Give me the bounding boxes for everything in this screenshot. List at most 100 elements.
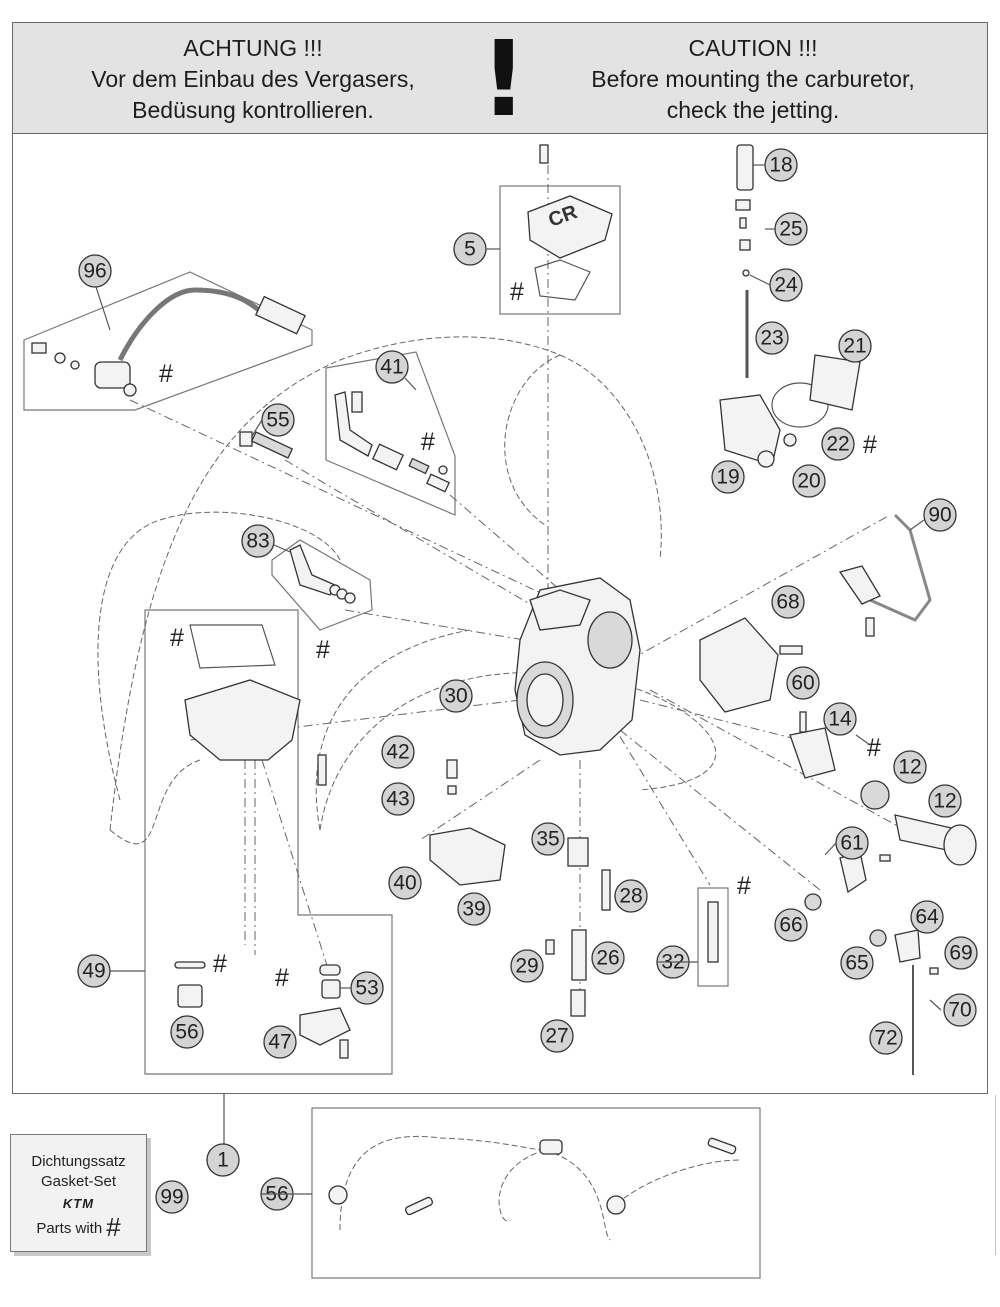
callout-26: 26 [591, 941, 625, 975]
svg-text:5: 5 [464, 238, 476, 261]
svg-text:41: 41 [380, 356, 403, 379]
carburetor-body [514, 577, 641, 756]
idle-parts-41 [334, 391, 451, 493]
callout-42: 42 [381, 735, 415, 769]
warning-german: ACHTUNG !!! Vor dem Einbau des Vergasers… [53, 33, 453, 126]
warning-english-line2: check the jetting. [666, 97, 840, 123]
callout-21: 21 [838, 329, 872, 363]
svg-text:43: 43 [386, 788, 409, 811]
throttle-sensor-96 [31, 287, 306, 397]
svg-text:24: 24 [774, 274, 798, 297]
svg-text:68: 68 [776, 591, 799, 614]
callout-55: 55 [261, 403, 295, 437]
warning-english-line1: Before mounting the carburetor, [591, 66, 915, 92]
warning-german-line2: Bedüsung kontrollieren. [132, 97, 374, 123]
callouts: 96 5 18 25 24 23 21 22 19 20 41 55 90 83… [77, 148, 978, 1214]
top-cover-5 [527, 144, 613, 301]
warning-german-line1: Vor dem Einbau des Vergasers, [91, 66, 415, 92]
svg-text:12: 12 [898, 756, 921, 779]
callout-14: 12 [893, 750, 927, 784]
gasket-set-box: Dichtungssatz Gasket-Set KTM Parts with# [10, 1134, 147, 1252]
svg-text:22: 22 [826, 433, 849, 456]
float-bowl-49 [174, 624, 351, 1059]
cover-68 [699, 617, 803, 713]
hash-mark: # [106, 1212, 121, 1242]
callout-68: 68 [771, 585, 805, 619]
svg-text:1: 1 [217, 1149, 229, 1172]
warning-english: CAUTION !!! Before mounting the carburet… [553, 33, 953, 126]
warning-banner: ACHTUNG !!! Vor dem Einbau des Vergasers… [12, 22, 988, 134]
callout-99: 99 [155, 1180, 189, 1214]
throttle-cable-90 [838, 513, 932, 637]
svg-text:23: 23 [760, 327, 783, 350]
jets [545, 837, 719, 1017]
hash-mark: # [863, 431, 877, 459]
part96-box [23, 271, 313, 411]
hose-kit-56 [328, 1135, 741, 1241]
callout-16: 14 [823, 702, 857, 736]
hash-mark: # [421, 428, 435, 456]
callout-18: 18 [764, 148, 798, 182]
svg-text:65: 65 [845, 952, 868, 975]
svg-text:19: 19 [716, 466, 739, 489]
part5-box [499, 185, 621, 315]
callout-30: 30 [439, 679, 473, 713]
leader-lines [95, 164, 942, 1195]
hash-mark: # [867, 734, 881, 762]
callout-60: 60 [786, 666, 820, 700]
svg-text:49: 49 [82, 960, 105, 983]
svg-text:70: 70 [948, 999, 971, 1022]
ktm-logo: KTM [62, 1196, 95, 1211]
callout-23: 23 [755, 321, 789, 355]
callout-20: 20 [792, 464, 826, 498]
hash-mark: # [316, 636, 330, 664]
callout-43: 43 [381, 782, 415, 816]
svg-text:83: 83 [246, 530, 269, 553]
svg-text:60: 60 [791, 672, 814, 695]
callout-1: 1 [206, 1143, 240, 1177]
part56-box [311, 1107, 761, 1279]
svg-text:66: 66 [779, 914, 802, 937]
svg-text:26: 26 [596, 947, 619, 970]
svg-text:69: 69 [949, 942, 972, 965]
hash-mark: # [737, 872, 751, 900]
callout-69: 69 [944, 936, 978, 970]
svg-text:40: 40 [393, 872, 416, 895]
svg-text:90: 90 [928, 504, 951, 527]
svg-text:30: 30 [444, 685, 467, 708]
callout-67: 66 [774, 908, 808, 942]
callout-22: 22 [821, 427, 855, 461]
callout-28: 28 [614, 879, 648, 913]
callout-83: 83 [241, 524, 275, 558]
part49-box [144, 609, 393, 1075]
svg-text:29: 29 [515, 955, 538, 978]
float-39 [429, 759, 506, 886]
callout-41: 41 [375, 350, 409, 384]
svg-text:96: 96 [83, 260, 106, 283]
callout-53: 53 [350, 971, 384, 1005]
throttle-shaft-parts [789, 711, 977, 866]
svg-text:99: 99 [160, 1186, 183, 1209]
svg-text:56: 56 [175, 1021, 198, 1044]
gasket-set-german: Dichtungssatz [31, 1153, 126, 1170]
svg-text:14: 14 [828, 708, 852, 731]
svg-text:28: 28 [619, 885, 642, 908]
hash-mark: # [170, 624, 184, 652]
callout-66: 65 [840, 946, 874, 980]
hash-mark: # [159, 360, 173, 388]
svg-text:27: 27 [545, 1025, 568, 1048]
warning-german-title: ACHTUNG !!! [183, 35, 323, 61]
callout-61: 56 [170, 1015, 204, 1049]
lever-parts [804, 851, 939, 1075]
svg-text:47: 47 [268, 1031, 291, 1054]
hash-mark: # [213, 950, 227, 978]
svg-text:61: 61 [840, 832, 863, 855]
gasket-parts-with: Parts with# [36, 1212, 121, 1242]
hash-mark: # [275, 964, 289, 992]
svg-text:53: 53 [355, 977, 378, 1000]
jet-needle-parts [735, 144, 754, 378]
callout-65: 64 [910, 900, 944, 934]
hash-marks: # # # # # # # # # # [159, 278, 881, 992]
svg-text:25: 25 [779, 218, 802, 241]
